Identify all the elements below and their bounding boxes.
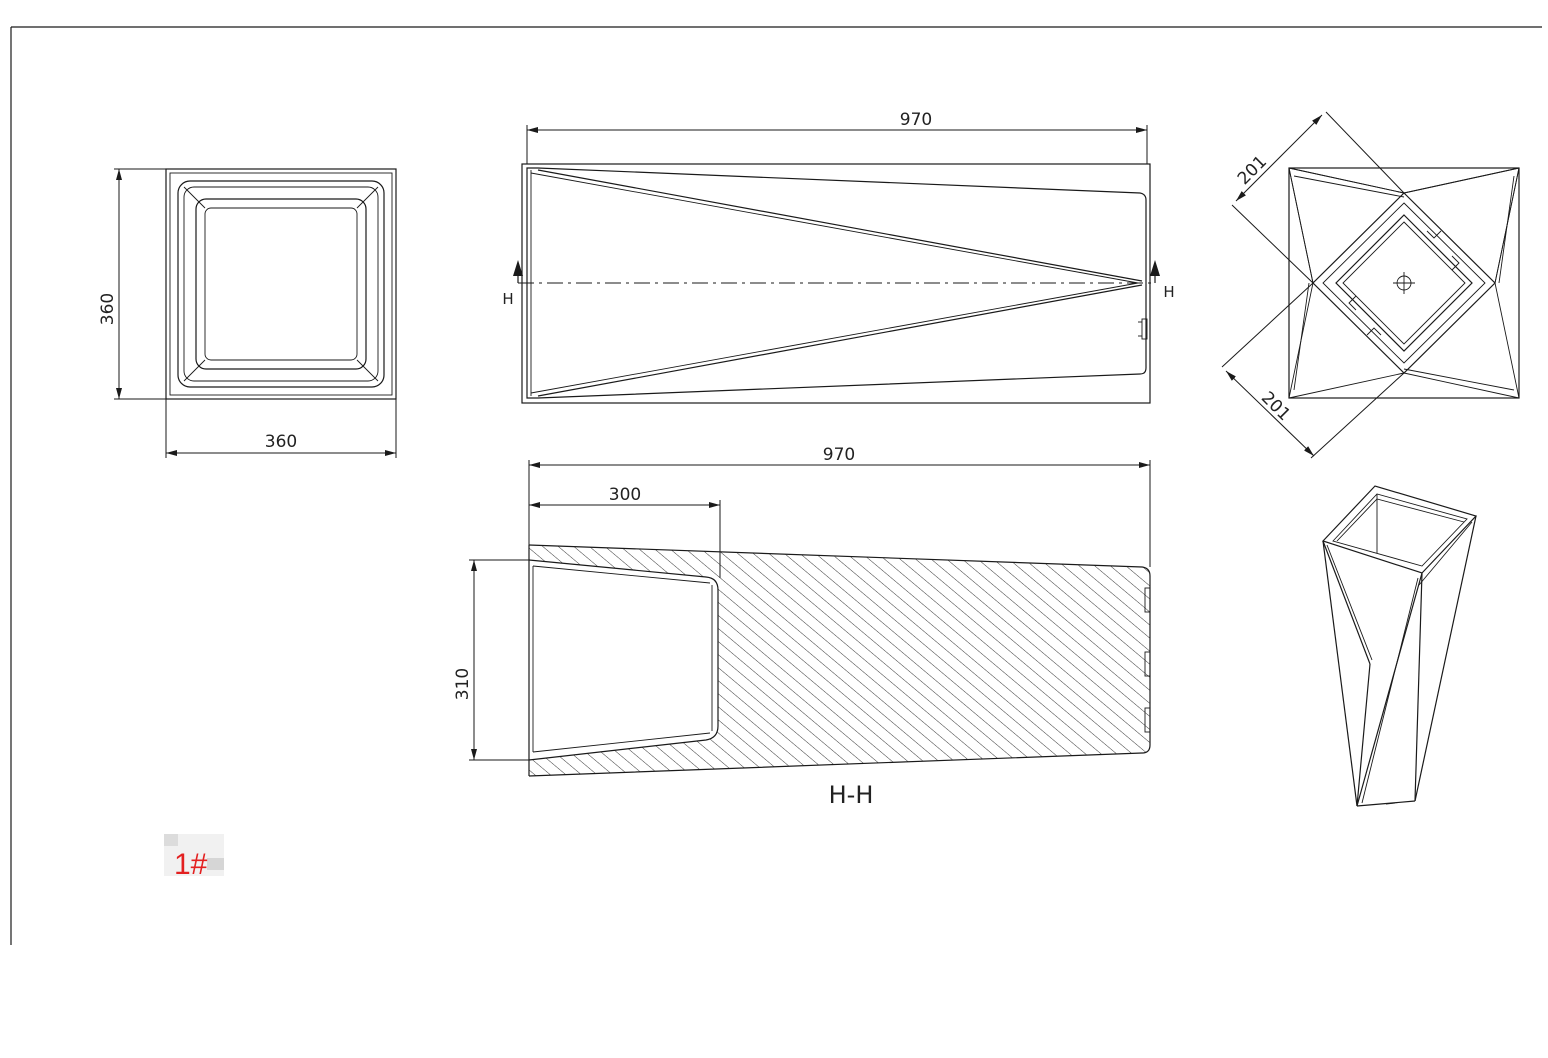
section-view xyxy=(528,544,1151,777)
top-length-dimension: 970 xyxy=(526,110,1148,164)
front-width-label: 360 xyxy=(265,432,297,452)
section-end-detail xyxy=(1144,587,1151,733)
front-corner-bevels xyxy=(183,186,379,382)
section-length-label: 970 xyxy=(823,445,855,465)
cut-mark-right: H xyxy=(1163,283,1174,301)
part-number-label: 1# xyxy=(174,848,208,881)
rotated-notches xyxy=(1348,230,1460,336)
isometric-view xyxy=(1321,485,1478,807)
center-mark-icon xyxy=(1393,272,1415,294)
rotated-view xyxy=(1288,167,1520,399)
section-depth-label: 300 xyxy=(609,485,641,505)
section-opening-dimension: 310 xyxy=(453,559,529,761)
top-length-label: 970 xyxy=(900,110,932,130)
drawing-frame xyxy=(10,26,1542,945)
front-width-dimension: 360 xyxy=(165,399,397,458)
front-height-label: 360 xyxy=(98,293,118,325)
rotated-lower-dimension: 201 xyxy=(1221,282,1405,459)
cut-mark-left: H xyxy=(502,290,513,308)
section-length-dimension: 970 xyxy=(528,445,1151,567)
part-number-tag: 1# xyxy=(164,834,224,881)
section-caption: H-H xyxy=(829,781,874,809)
section-cut-line: H H xyxy=(502,260,1175,308)
rotated-upper-label: 201 xyxy=(1234,152,1271,189)
front-view xyxy=(165,168,397,400)
section-opening-label: 310 xyxy=(453,668,473,700)
front-height-dimension: 360 xyxy=(98,168,166,400)
section-depth-dimension: 300 xyxy=(529,485,721,578)
rotated-upper-dimension: 201 xyxy=(1231,111,1405,284)
